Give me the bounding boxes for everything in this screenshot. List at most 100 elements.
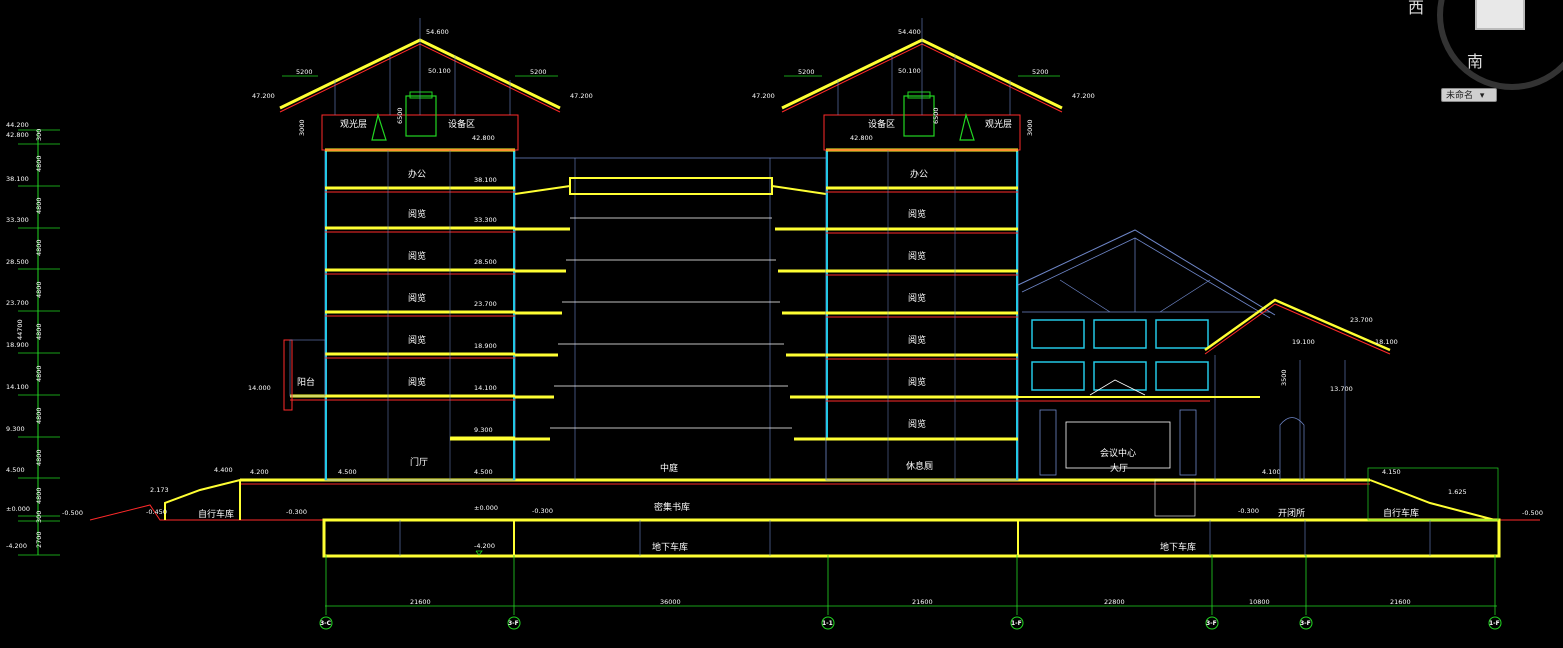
room-underground-garage: 地下车库 <box>652 541 688 553</box>
room-office-right: 办公 <box>910 168 928 180</box>
level: 14.000 <box>248 384 271 392</box>
room-equipment: 设备区 <box>868 118 895 130</box>
room-equipment: 设备区 <box>448 118 475 130</box>
level: -0.300 <box>286 508 307 516</box>
basement: 地下车库 地下车库 -4.200 <box>322 518 1501 558</box>
level: 14.100 <box>474 384 497 392</box>
room-reading: 阅览 <box>408 292 426 304</box>
axis-label: 3-F <box>1300 620 1311 627</box>
room-bike-garage-right: 自行车库 <box>1383 507 1419 519</box>
viewcube-top-face[interactable] <box>1475 0 1525 30</box>
scale-dim: 300 <box>35 129 43 141</box>
level: 42.800 <box>472 134 495 142</box>
room-reading: 阅览 <box>908 376 926 388</box>
room-sightseeing: 观光层 <box>340 118 367 130</box>
dim: 3500 <box>1280 369 1288 386</box>
scale-level: 42.800 <box>6 131 29 139</box>
ucs-menu-label: 未命名 <box>1446 91 1474 101</box>
axis-label: 3-F <box>1206 620 1217 627</box>
level: 47.200 <box>570 92 593 100</box>
level: 9.300 <box>474 426 493 434</box>
room-hall: 大厅 <box>1110 462 1128 474</box>
room-reading: 阅览 <box>908 208 926 220</box>
level-ridge: 54.600 <box>426 28 449 36</box>
scale-level: 44.200 <box>6 121 29 129</box>
scale-level: 23.700 <box>6 299 29 307</box>
left-tower: 阳台 14.000 办公 阅览 阅览 阅览 阅览 阅览 门厅 38.100 33… <box>248 18 593 481</box>
scale-dim: 4800 <box>35 449 43 466</box>
level: 18.100 <box>1375 338 1398 346</box>
dim-span: 21600 <box>1390 598 1411 606</box>
level: 47.200 <box>252 92 275 100</box>
level: 28.500 <box>474 258 497 266</box>
level: 18.900 <box>474 342 497 350</box>
dim-span: 10800 <box>1249 598 1270 606</box>
dim-span: 21600 <box>410 598 431 606</box>
scale-level: 28.500 <box>6 258 29 266</box>
room-atrium: 中庭 <box>660 462 678 474</box>
bottom-dimensions: 21600 36000 21600 22800 10800 21600 3-C … <box>319 555 1502 630</box>
level: 50.100 <box>898 67 921 75</box>
room-office-left: 办公 <box>408 168 426 180</box>
dim-span: 36000 <box>660 598 681 606</box>
dim: 6500 <box>932 107 940 124</box>
level: -0.300 <box>1238 507 1259 515</box>
scale-dim: 4800 <box>35 365 43 382</box>
level: 1.625 <box>1448 488 1467 496</box>
level: -0.300 <box>532 507 553 515</box>
viewcube-west-label[interactable]: 西 <box>1408 0 1425 17</box>
axis-label: 1-F <box>1011 620 1022 627</box>
level: 13.700 <box>1330 385 1353 393</box>
scale-dim: 4800 <box>35 407 43 424</box>
axis-label: 1-F <box>1489 620 1500 627</box>
level: 4.500 <box>474 468 493 476</box>
room-sightseeing: 观光层 <box>985 118 1012 130</box>
level: 4.500 <box>338 468 357 476</box>
dim: 5200 <box>1032 68 1049 76</box>
scale-level: 9.300 <box>6 425 25 433</box>
level: 47.200 <box>752 92 775 100</box>
room-reading: 阅览 <box>408 208 426 220</box>
windows-upper <box>1031 319 1209 391</box>
dim: 5200 <box>530 68 547 76</box>
level: 23.700 <box>1350 316 1373 324</box>
level: 4.200 <box>250 468 269 476</box>
level-ridge: 54.400 <box>898 28 921 36</box>
room-lounge: 休息厕 <box>906 460 933 472</box>
level: 50.100 <box>428 67 451 75</box>
scale-level: 38.100 <box>6 175 29 183</box>
level: -0.450 <box>146 508 167 516</box>
level: 4.150 <box>1382 468 1401 476</box>
room-bike-garage-left: 自行车库 <box>198 508 234 520</box>
room-lobby: 门厅 <box>410 456 428 468</box>
viewcube-south-label[interactable]: 南 <box>1467 52 1484 71</box>
conference-wing: 会议中心 大厅 19.100 18.100 13.700 23.700 3500 <box>1017 229 1398 517</box>
right-tower: 办公 阅览 阅览 阅览 阅览 阅览 阅览 休息厕 设备区 观光层 42.800 … <box>752 18 1095 481</box>
elevation-scale: 44.200 42.800 38.100 33.300 28.500 23.70… <box>6 121 60 556</box>
ground-line: -0.500 -0.500 <box>62 504 1543 521</box>
dim-span: 21600 <box>912 598 933 606</box>
level: 2.173 <box>150 486 169 494</box>
scale-level: 18.900 <box>6 341 29 349</box>
scale-level: ±0.000 <box>6 505 30 513</box>
dim: 3000 <box>298 119 306 136</box>
scale-dim: 4800 <box>35 487 43 504</box>
axis-label: 3-C <box>320 620 332 627</box>
level: ±0.000 <box>474 504 498 512</box>
room-reading: 阅览 <box>908 334 926 346</box>
scale-level: 14.100 <box>6 383 29 391</box>
level: 33.300 <box>474 216 497 224</box>
ucs-menu-button[interactable]: 未命名 ▾ <box>1441 88 1497 102</box>
room-reading: 阅览 <box>408 250 426 262</box>
atrium-block: 中庭 <box>450 157 827 480</box>
scale-dim: 4800 <box>35 197 43 214</box>
room-reading: 阅览 <box>408 334 426 346</box>
viewcube[interactable]: 西 南 未命名 ▾ <box>1408 0 1563 110</box>
scale-dim: 4800 <box>35 155 43 172</box>
level-ground-right: -0.500 <box>1522 509 1543 517</box>
chevron-down-icon: ▾ <box>1479 91 1485 101</box>
room-dense-stack: 密集书库 <box>654 501 690 513</box>
scale-level: 33.300 <box>6 216 29 224</box>
axis-label: 3-F <box>508 620 519 627</box>
